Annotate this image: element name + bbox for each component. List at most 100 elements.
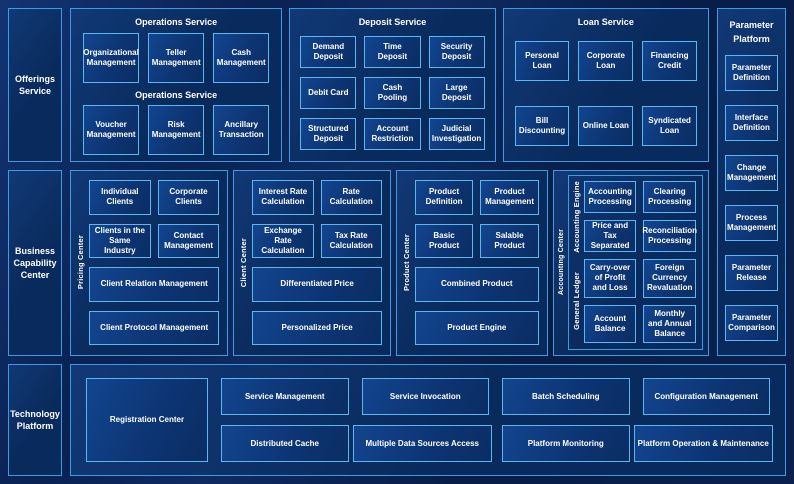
pricing-center-grid: Individual Clients Corporate Clients Cli… [89,180,220,345]
box-corporate-loan: Corporate Loan [578,41,634,81]
box-product-management: Product Management [480,180,539,215]
box-bill-discounting: Bill Discounting [514,106,570,146]
box-contact-management: Contact Management [157,223,220,258]
box-parameter-definition: Parameter Definition [725,55,778,91]
parameter-platform-title: Parameter Platform [729,20,774,44]
product-center-strip: Product Center [400,180,413,345]
box-personalized-price: Personalized Price [252,310,382,345]
box-parameter-release: Parameter Release [725,255,778,291]
operations-service-panel: Operations Service Organizational Manage… [70,8,283,162]
box-service-management: Service Management [221,378,349,415]
operations-service-title: Operations Service [135,17,218,27]
box-clients-same-industry: Clients in the Same Industry [89,223,151,258]
box-large-deposit: Large Deposit [428,77,485,109]
product-center-grid: Product Definition Product Management Ba… [414,180,539,345]
box-salable-product: Salable Product [480,223,539,258]
box-client-protocol-management: Client Protocol Management [89,310,220,345]
client-center-label: Client Center [239,237,249,288]
box-differentiated-price: Differentiated Price [252,267,382,302]
box-registration-center: Registration Center [86,378,208,462]
operations-row-2: Voucher Management Risk Management Ancil… [83,105,270,155]
loan-service-panel: Loan Service Personal Loan Corporate Loa… [502,8,709,162]
loan-service-title: Loan Service [577,17,634,27]
box-individual-clients: Individual Clients [89,180,151,215]
capability-centers-row: Pricing Center Individual Clients Corpor… [70,170,709,356]
box-cash-management: Cash Management [213,33,270,83]
client-center-strip: Client Center [237,180,250,345]
accounting-center-strip: Accounting Center [556,175,567,350]
top-services-row: Operations Service Organizational Manage… [70,8,709,162]
box-clearing-processing: Clearing Processing [643,181,696,214]
accounting-center-panel: Accounting Center Accounting Engine Acco… [552,170,709,356]
box-combined-product: Combined Product [414,267,539,302]
product-center-label: Product Center [401,234,411,291]
box-teller-management: Teller Management [148,33,205,83]
general-ledger-strip: General Ledger [571,259,582,343]
box-change-management: Change Management [725,155,778,191]
box-reconciliation-processing: Reconciliation Processing [642,220,697,253]
box-distributed-cache: Distributed Cache [221,425,349,462]
accounting-engine-grid: Accounting Processing Clearing Processin… [583,181,697,253]
offerings-service-panel: Offerings Service [8,8,62,162]
box-security-deposit: Security Deposit [428,36,485,68]
box-interest-rate-calculation: Interest Rate Calculation [252,180,314,215]
general-ledger-grid: Carry-over of Profit and Loss Foreign Cu… [583,259,696,343]
deposit-service-panel: Deposit Service Demand Deposit Time Depo… [289,8,496,162]
box-voucher-management: Voucher Management [83,105,140,155]
technology-platform-label: Technology Platform [10,408,60,431]
box-account-restriction: Account Restriction [364,118,421,150]
technology-platform-panel: Technology Platform [8,364,62,476]
box-syndicated-loan: Syndicated Loan [642,106,697,146]
box-monthly-annual-balance: Monthly and Annual Balance [643,304,696,343]
box-ancillary-transaction: Ancillary Transaction [213,105,270,155]
box-exchange-rate-calculation: Exchange Rate Calculation [252,223,314,258]
box-corporate-clients: Corporate Clients [157,180,220,215]
bottom-column-4: Configuration Management Platform Operat… [633,378,773,462]
box-process-management: Process Management [725,205,778,241]
box-foreign-currency-revaluation: Foreign Currency Revaluation [643,259,696,298]
business-capability-label: Business Capability Center [13,245,57,281]
box-online-loan: Online Loan [578,106,634,146]
box-product-definition: Product Definition [414,180,474,215]
box-accounting-processing: Accounting Processing [583,181,637,214]
operations-row-1: Organizational Management Teller Managem… [83,33,270,83]
box-tax-rate-calculation: Tax Rate Calculation [320,223,382,258]
box-risk-management: Risk Management [148,105,205,155]
bottom-column-1: Service Management Distributed Cache [221,378,349,462]
box-interface-definition: Interface Definition [725,105,778,141]
box-time-deposit: Time Deposit [364,36,421,68]
deposit-service-title: Deposit Service [358,17,427,27]
bottom-column-3: Batch Scheduling Platform Monitoring [502,378,630,462]
box-demand-deposit: Demand Deposit [300,36,357,68]
box-product-engine: Product Engine [414,310,539,345]
parameter-platform-panel: Parameter Platform Parameter Definition … [717,8,786,356]
box-carry-over-profit-loss: Carry-over of Profit and Loss [583,259,637,298]
box-client-relation-management: Client Relation Management [89,267,220,302]
box-parameter-comparison: Parameter Comparison [725,305,778,341]
business-capability-panel: Business Capability Center [8,170,62,356]
pricing-center-strip: Pricing Center [74,180,87,345]
loan-grid: Personal Loan Corporate Loan Financing C… [514,41,697,146]
box-basic-product: Basic Product [414,223,474,258]
box-price-tax-separated: Price and Tax Separated [583,220,637,253]
offerings-service-label: Offerings Service [14,73,55,96]
pricing-center-panel: Pricing Center Individual Clients Corpor… [70,170,229,356]
box-structured-deposit: Structured Deposit [300,118,357,150]
accounting-inner-panel: Accounting Engine Accounting Processing … [567,175,703,350]
general-ledger-section: General Ledger Carry-over of Profit and … [571,259,696,343]
operations-service-subtitle: Operations Service [135,90,218,100]
client-center-panel: Client Center Interest Rate Calculation … [233,170,391,356]
box-service-invocation: Service Invocation [361,378,489,415]
technology-services-panel: Registration Center Service Management D… [70,364,786,476]
box-financing-credit: Financing Credit [642,41,697,81]
deposit-grid: Demand Deposit Time Deposit Security Dep… [300,36,485,150]
box-judicial-investigation: Judicial Investigation [428,118,485,150]
product-center-panel: Product Center Product Definition Produc… [395,170,548,356]
accounting-engine-strip: Accounting Engine [571,181,582,253]
box-debit-card: Debit Card [300,77,357,109]
box-cash-pooling: Cash Pooling [364,77,421,109]
bottom-column-2: Service Invocation Multiple Data Sources… [352,378,492,462]
box-platform-monitoring: Platform Monitoring [502,425,630,462]
box-organizational-management: Organizational Management [83,33,140,83]
